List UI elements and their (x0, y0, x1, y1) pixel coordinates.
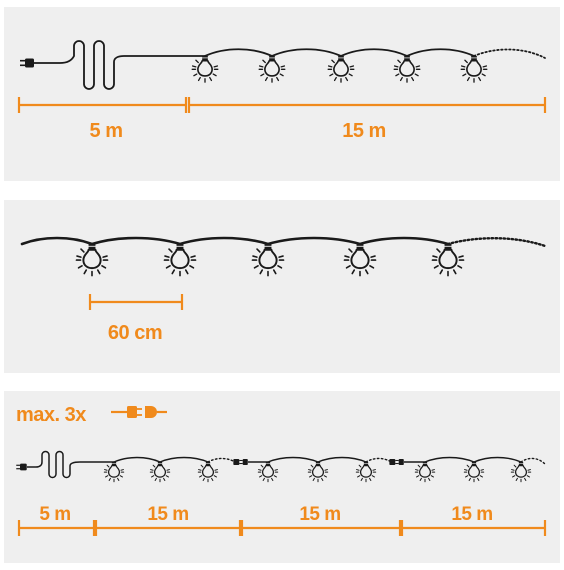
bulb-icon (258, 56, 286, 83)
bulb-icon (510, 462, 532, 483)
plug-icon (20, 58, 34, 68)
dimension-line-string (187, 97, 547, 113)
bulb-icon (343, 244, 377, 277)
connector-icon (233, 459, 248, 465)
plug-socket-icon (111, 406, 167, 418)
dimension-line-spacing (88, 294, 184, 310)
bulb-icon (197, 462, 219, 483)
dimension-line-string-1 (94, 520, 242, 536)
segment-label-cable: 5 m (89, 120, 123, 142)
dimension-line-cable (17, 97, 188, 113)
bulb-icon (257, 462, 279, 483)
bulb-icon (149, 462, 171, 483)
panel-bulb-spacing (4, 200, 560, 373)
bulb-icon (463, 462, 485, 483)
segment-label-cable: 5 m (39, 504, 71, 525)
continuation-line (446, 237, 547, 248)
spacing-label: 60 cm (107, 322, 163, 344)
bulb-icon (163, 244, 197, 277)
connector-icon (389, 459, 404, 465)
bulb-icon (251, 244, 285, 277)
bulb-icon (103, 462, 125, 483)
bulb-icon (307, 462, 329, 483)
cable-line (204, 48, 475, 57)
bulb-icon (393, 56, 421, 83)
segment-label-string-1: 15 m (147, 504, 189, 525)
dimension-line-string-2 (240, 520, 402, 536)
segment-label-string-3: 15 m (451, 504, 493, 525)
continuation-line (520, 457, 546, 465)
dimension-line-cable (17, 520, 96, 536)
bulb-icon (431, 244, 465, 277)
continuation-line (473, 48, 546, 59)
cable-line (20, 236, 450, 246)
bulb-icon (75, 244, 109, 277)
bulb-icon (191, 56, 219, 83)
max-connections-label: max. 3x (16, 404, 86, 426)
plug-icon (16, 463, 27, 471)
cable-line (424, 456, 522, 463)
bulb-icon (327, 56, 355, 83)
cable-line (267, 456, 367, 463)
dimension-line-string-3 (400, 520, 547, 536)
bulb-icon (460, 56, 488, 83)
bulb-icon (355, 462, 377, 483)
feed-cable (34, 40, 205, 90)
segment-label-string: 15 m (342, 120, 386, 142)
panel-length-overview (4, 7, 560, 181)
segment-label-string-2: 15 m (299, 504, 341, 525)
feed-cable (27, 450, 114, 479)
cable-line (113, 456, 209, 463)
bulb-icon (414, 462, 436, 483)
